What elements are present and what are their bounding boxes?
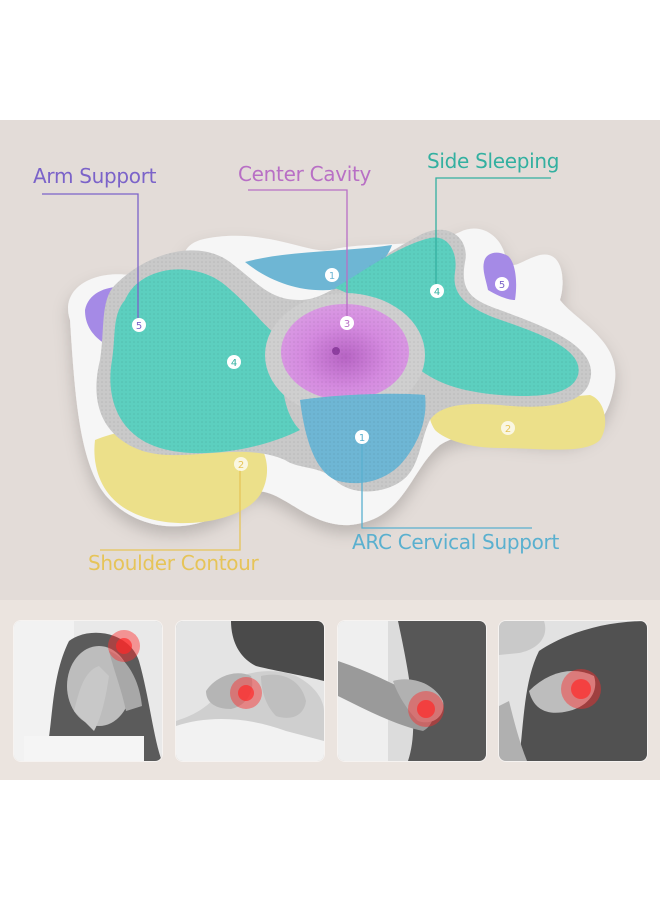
label-arm-support: Arm Support [33, 164, 157, 188]
zone-marker-2-right: 2 [501, 421, 515, 435]
zone-marker-1-top: 1 [325, 268, 339, 282]
zone-marker-3: 3 [340, 316, 354, 330]
svg-text:2: 2 [505, 424, 511, 435]
svg-text:5: 5 [136, 321, 142, 332]
label-shoulder-contour: Shoulder Contour [88, 551, 259, 575]
label-center-cavity: Center Cavity [238, 162, 372, 186]
shoulder-contour-right [428, 395, 606, 450]
zone-marker-1-bottom: 1 [355, 430, 369, 444]
svg-text:1: 1 [329, 271, 335, 282]
svg-text:5: 5 [499, 280, 505, 291]
photo-neck-pain [175, 620, 325, 762]
svg-text:4: 4 [231, 358, 237, 369]
svg-text:1: 1 [359, 433, 365, 444]
zone-marker-4-right: 4 [430, 284, 444, 298]
arm-support-leader [42, 193, 139, 322]
zone-marker-2-left: 2 [234, 457, 248, 471]
svg-text:3: 3 [344, 319, 350, 330]
side-sleeping-leader [435, 177, 551, 290]
center-cavity-leader [248, 189, 348, 322]
label-arc-cervical-support: ARC Cervical Support [352, 530, 560, 554]
arm-support-right [483, 252, 517, 300]
label-side-sleeping: Side Sleeping [427, 149, 560, 173]
photo-shoulder-pain [498, 620, 648, 762]
photo-elbow-pain [337, 620, 487, 762]
pillow-diagram: 1 1 2 2 3 4 4 5 5 [42, 177, 616, 551]
zone-marker-4-left: 4 [227, 355, 241, 369]
svg-text:4: 4 [434, 287, 440, 298]
photo-head-pain [13, 620, 163, 762]
zone-marker-5-right: 5 [495, 277, 509, 291]
shoulder-contour-leader [100, 470, 241, 551]
svg-text:2: 2 [238, 460, 244, 471]
arc-cervical-leader [361, 438, 532, 529]
zone-marker-5-left: 5 [132, 318, 146, 332]
